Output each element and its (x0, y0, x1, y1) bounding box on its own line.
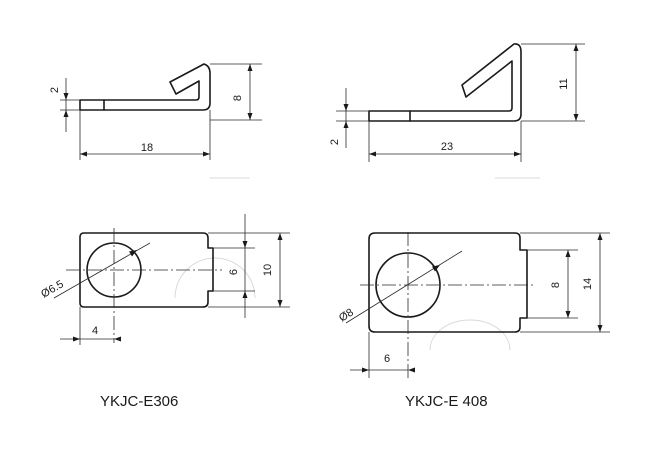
part-2-top-outline (368, 232, 528, 333)
part-2-side-profile (368, 43, 522, 122)
part-1-hole-diameter-label: Ø6.5 (39, 278, 66, 300)
part-1-thickness-label: 2 (49, 87, 61, 93)
part-2-length-label: 23 (441, 141, 453, 153)
part-2-side-view: 2 11 23 (329, 43, 585, 162)
part-1-hole-offset-label: 4 (92, 325, 98, 337)
part-1-length-label: 18 (141, 142, 153, 154)
part-2-height-label: 11 (558, 78, 570, 89)
part-2-slot-width-label: 8 (550, 282, 562, 288)
part-1-width-label: 10 (262, 264, 274, 276)
part-1-slot-width-label: 6 (228, 269, 240, 275)
part-1-side-profile (79, 63, 211, 111)
part-2-width-label: 14 (582, 278, 594, 290)
part-1-side-view: 2 8 18 (49, 63, 262, 160)
part-1-height-label: 8 (232, 95, 244, 101)
part-2-thickness-label: 2 (329, 139, 341, 145)
part-2-model-label: YKJC-E 408 (405, 393, 488, 410)
part-1-model-label: YKJC-E306 (100, 393, 178, 410)
part-2-top-view: Ø8 6 8 14 (337, 232, 610, 378)
part-1-top-view: Ø6.5 4 6 10 (39, 214, 290, 345)
part-2-hole-offset-label: 6 (384, 353, 390, 365)
background-ghost (174, 177, 540, 351)
part-2-hole-diameter-label: Ø8 (337, 306, 356, 324)
part-1-top-outline (79, 232, 214, 308)
